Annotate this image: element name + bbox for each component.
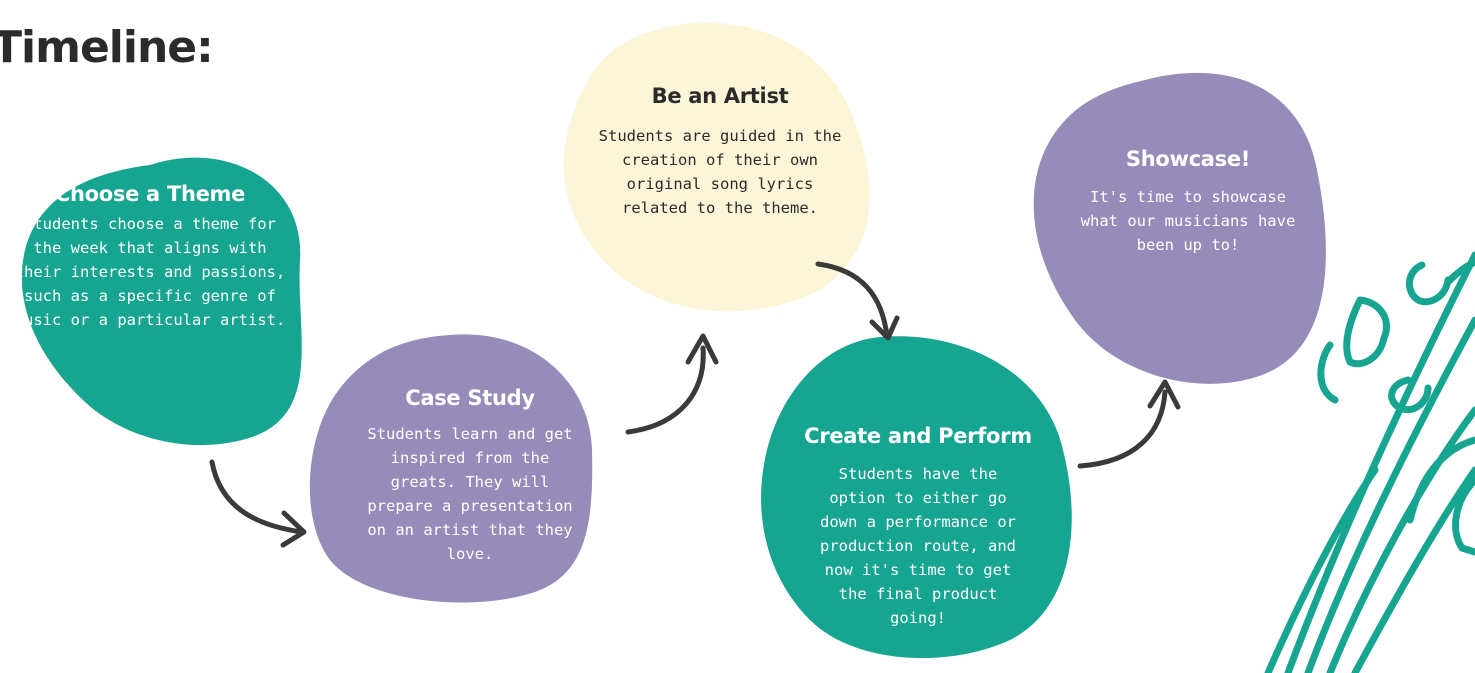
step-5: Showcase! It's time to showcase what our… [1078,145,1298,257]
arrow-3-icon [815,261,890,339]
step-3-blob [563,22,870,312]
step-5-heading: Showcase! [1125,147,1251,171]
step-2: Case Study Students learn and get inspir… [362,384,578,566]
guitar-neck-icon [1264,251,1475,673]
step-3-heading: Be an Artist [651,84,789,108]
step-1: Choose a Theme Students choose a theme f… [10,180,290,332]
arrow-2-head-icon [685,333,719,365]
step-5-blob [1033,72,1326,384]
step-1-blob [21,157,302,446]
step-2-body: Students learn and get inspired from the… [367,425,573,563]
arrow-1-icon [209,459,305,535]
step-1-heading: Choose a Theme [54,182,246,206]
step-4-blob [761,336,1072,659]
step-3: Be an Artist Students are guided in the … [598,82,842,220]
step-2-blob [309,334,593,603]
step-3-body: Students are guided in the creation of t… [598,127,842,217]
arrow-4-icon [1077,389,1168,469]
arrow-3-head-icon [869,315,900,341]
arrow-1-head-icon [280,510,307,548]
arrow-2-icon [625,345,706,435]
step-5-body: It's time to showcase what our musicians… [1080,188,1296,254]
step-4: Create and Perform Students have the opt… [788,422,1048,630]
step-1-body: Students choose a theme for the week tha… [14,215,286,329]
page-title: Timeline: [0,22,214,73]
arrow-4-head-icon [1147,379,1181,410]
step-4-body: Students have the option to either go do… [820,465,1016,627]
step-2-heading: Case Study [405,386,535,410]
step-4-heading: Create and Perform [804,424,1032,448]
